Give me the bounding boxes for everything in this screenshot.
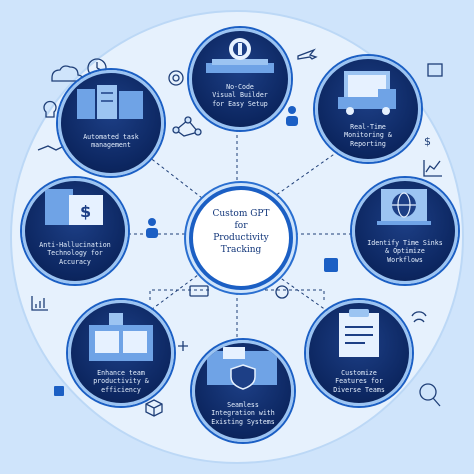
- lightbulb-icon: [43, 100, 57, 118]
- link-icon: [178, 341, 188, 351]
- square-tile-icon: [54, 386, 64, 396]
- window-icon: [427, 63, 443, 77]
- chart-line-icon: [423, 160, 442, 177]
- connector-top-right: [271, 149, 341, 199]
- node-label: Enhance team productivity & efficiency: [93, 369, 149, 394]
- center-title: Custom GPT for Productivity Tracking: [212, 209, 270, 255]
- dollar-screen-icon: $: [45, 189, 103, 225]
- target-icon: [168, 70, 184, 86]
- user-icon-2: [288, 106, 296, 114]
- backdrop-ring: [10, 10, 464, 464]
- node-label: Identify Time Sinks & Optimize Workflows: [367, 239, 443, 264]
- node-label: No-Code Visual Builder for Easy Setup: [212, 83, 268, 108]
- node-real-time-monitoring: Real-Time Monitoring & Reporting: [315, 56, 421, 162]
- shield-icon: [207, 347, 277, 390]
- badge-icon: [206, 38, 274, 73]
- airplane-icon: [297, 48, 318, 60]
- node-label: Real-Time Monitoring & Reporting: [344, 123, 392, 148]
- cube-icon: [145, 399, 163, 417]
- node-customize-features: Customize Features for Diverse Teams: [306, 300, 412, 406]
- connector-top-left: [139, 149, 203, 199]
- svg-text:$: $: [80, 202, 91, 221]
- node-no-code-builder: No-Code Visual Builder for Easy Setup: [189, 28, 291, 130]
- node-label: Seamless Integration with Existing Syste…: [211, 401, 275, 426]
- user-icon: [148, 218, 156, 226]
- connector-bottom-left: [139, 271, 203, 319]
- card-icon: [189, 285, 209, 297]
- node-label: Customize Features for Diverse Teams: [333, 369, 385, 394]
- connector-bottom-right: [271, 271, 341, 321]
- servers-icon: [77, 85, 143, 119]
- bar-chart-icon: [31, 296, 48, 311]
- dollar-tile-icon: [324, 258, 338, 272]
- fingerprint-icon: [411, 311, 427, 323]
- gear-icon: [275, 285, 289, 299]
- node-enhance-productivity: Enhance team productivity & efficiency: [68, 300, 174, 406]
- dollar-symbol-icon: $: [424, 135, 431, 148]
- dashboard-icon: [89, 313, 153, 361]
- globe-icon: [377, 189, 431, 225]
- node-anti-hallucination: $ Anti-Hallucination Technology for Accu…: [22, 178, 128, 284]
- node-label: Automated task management: [83, 133, 139, 150]
- node-seamless-integration: Seamless Integration with Existing Syste…: [192, 340, 294, 442]
- center-hub: Custom GPT for Productivity Tracking: [189, 186, 293, 290]
- node-automated-task-management: Automated task management: [58, 70, 164, 176]
- magnifier-icon: [419, 383, 437, 401]
- node-label: Anti-Hallucination Technology for Accura…: [39, 241, 111, 266]
- node-identify-time-sinks: Identify Time Sinks & Optimize Workflows: [352, 178, 458, 284]
- truck-icon: [338, 71, 396, 115]
- clipboard-icon: [339, 309, 379, 357]
